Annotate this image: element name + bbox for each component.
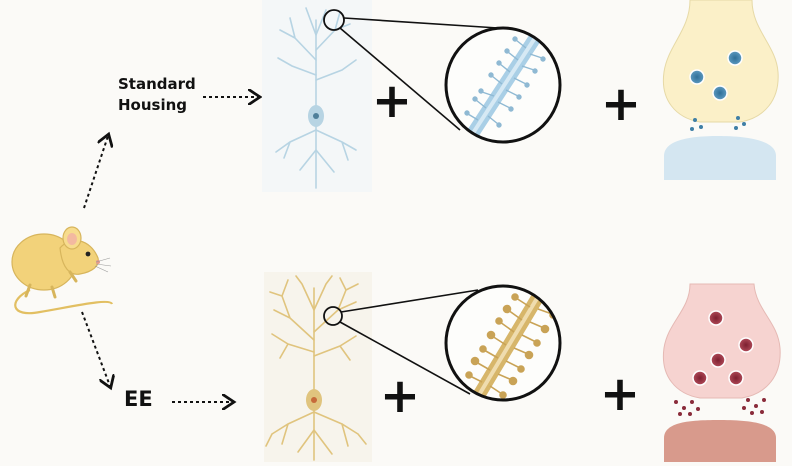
standard-dendrite-magnifier-icon	[444, 26, 562, 144]
ee-vesicles	[692, 310, 754, 386]
standard-neuron-icon	[262, 0, 372, 192]
standard-housing-line2: Housing	[118, 96, 188, 114]
standard-housing-line1: Standard	[118, 75, 196, 93]
arrow-mouse-to-ee	[81, 311, 110, 386]
standard-synapse-icon	[662, 0, 779, 180]
ee-neuron-icon	[264, 272, 372, 462]
ee-synapse-icon	[662, 283, 781, 462]
ee-label: EE	[124, 387, 153, 411]
top-zoom-lines	[323, 9, 499, 131]
plus-sign-top-left: +	[372, 73, 412, 129]
plus-sign-top-right: +	[601, 76, 641, 132]
ee-dendrite-magnifier-icon	[444, 284, 562, 402]
mouse-icon	[11, 226, 114, 315]
standard-vesicles	[689, 50, 743, 101]
bottom-zoom-lines	[323, 289, 479, 395]
plus-sign-bottom-right: +	[600, 366, 640, 422]
standard-housing-label: Standard Housing	[118, 74, 196, 116]
arrow-mouse-to-standard	[83, 136, 108, 209]
plus-sign-bottom-left: +	[380, 368, 420, 424]
